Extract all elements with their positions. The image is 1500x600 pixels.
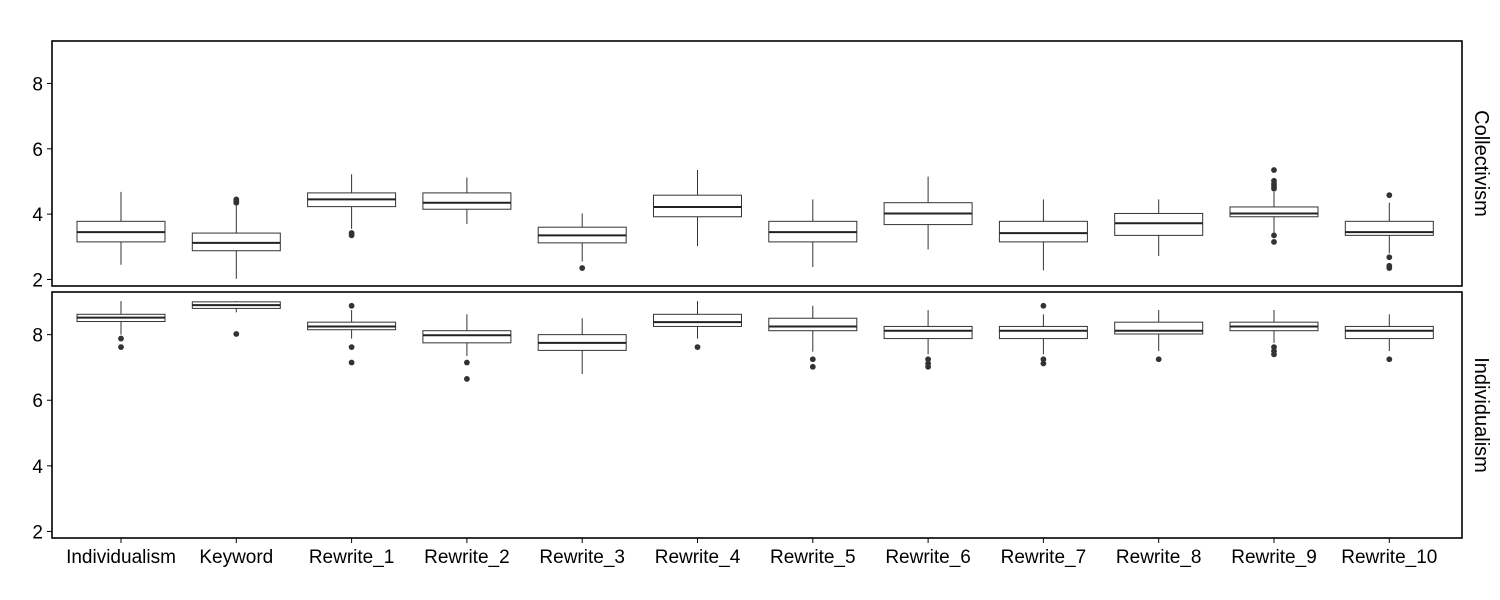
x-tick-label-rewrite-3: Rewrite_3: [539, 547, 625, 568]
outlier-point: [925, 356, 931, 363]
box-individualism-rewrite-8: [1114, 310, 1204, 363]
panel-border: [51, 291, 1463, 539]
x-tick-label-rewrite-7: Rewrite_7: [1001, 547, 1087, 568]
box-collectivism-rewrite-1: [307, 174, 397, 239]
x-tick-label-keyword: Keyword: [199, 547, 273, 568]
y-tick-label: 2: [32, 522, 43, 543]
box-iqr: [1229, 206, 1319, 218]
outlier-point: [694, 344, 701, 351]
y-tick-label: 2: [32, 270, 43, 291]
box-collectivism-rewrite-4: [653, 170, 742, 247]
x-tick-label-rewrite-6: Rewrite_6: [885, 547, 971, 568]
y-tick-label: 6: [32, 140, 43, 161]
outlier-point: [464, 376, 470, 382]
outlier-point: [1271, 232, 1277, 239]
box-collectivism-rewrite-3: [537, 213, 627, 271]
box-collectivism-rewrite-5: [768, 199, 858, 268]
box-iqr: [998, 220, 1088, 243]
box-collectivism-individualism: [76, 191, 166, 265]
outlier-point: [1155, 356, 1162, 363]
box-iqr: [1344, 325, 1434, 340]
box-collectivism-rewrite-9: [1229, 167, 1319, 245]
outlier-point: [809, 356, 816, 363]
x-tick-label-rewrite-2: Rewrite_2: [424, 547, 510, 568]
outlier-point: [348, 302, 355, 309]
outlier-point: [348, 344, 355, 351]
y-tick-label: 6: [32, 391, 43, 412]
x-tick-label-rewrite-8: Rewrite_8: [1116, 547, 1202, 568]
outlier-point: [1040, 356, 1047, 363]
outlier-point: [118, 344, 124, 351]
outlier-point: [809, 363, 816, 370]
outlier-point: [464, 359, 470, 366]
box-individualism-individualism: [76, 301, 166, 351]
x-tick-label-rewrite-10: Rewrite_10: [1341, 547, 1437, 568]
outlier-point: [348, 230, 355, 236]
box-collectivism-rewrite-6: [883, 176, 973, 250]
box-individualism-rewrite-3: [537, 318, 627, 374]
outlier-point: [1386, 254, 1393, 261]
outlier-point: [1271, 239, 1277, 245]
y-tick-label: 4: [32, 457, 43, 478]
panel-border: [51, 40, 1463, 287]
x-axis: Individualism Keyword Rewrite_1 Rewrite_2 Re…: [66, 538, 1437, 568]
outlier-point: [1040, 302, 1047, 309]
box-individualism-rewrite-10: [1344, 314, 1434, 363]
box-individualism-rewrite-1: [307, 302, 397, 366]
facet-strip-label: Individualism: [1470, 357, 1492, 473]
outlier-point: [1386, 192, 1393, 199]
box-iqr: [1114, 212, 1204, 236]
box-individualism-rewrite-2: [422, 314, 512, 382]
x-tick-label-rewrite-4: Rewrite_4: [655, 547, 741, 568]
outlier-point: [233, 196, 240, 203]
y-tick-label: 4: [32, 205, 43, 226]
box-collectivism-rewrite-2: [422, 177, 512, 224]
outlier-point: [1040, 360, 1047, 367]
box-collectivism-keyword: [191, 196, 281, 279]
box-iqr: [653, 313, 742, 327]
x-tick-label-individualism: Individualism: [66, 547, 176, 568]
box-individualism-rewrite-9: [1229, 310, 1319, 358]
box-individualism-keyword: [191, 301, 281, 337]
outlier-point: [233, 331, 240, 337]
box-collectivism-rewrite-10: [1344, 192, 1434, 271]
box-iqr: [422, 330, 512, 344]
box-iqr: [422, 192, 512, 210]
x-tick-label-rewrite-5: Rewrite_5: [770, 547, 856, 568]
box-iqr: [1114, 321, 1204, 335]
box-iqr: [1344, 220, 1434, 236]
outlier-point: [118, 335, 124, 342]
x-tick-label-rewrite-1: Rewrite_1: [309, 547, 395, 568]
outlier-point: [925, 360, 931, 367]
x-tick-label-rewrite-9: Rewrite_9: [1231, 547, 1317, 568]
facet-strip-label: Collectivism: [1470, 110, 1492, 217]
outlier-point: [579, 265, 586, 271]
outlier-point: [1271, 167, 1277, 173]
box-individualism-rewrite-4: [653, 301, 742, 351]
box-iqr: [883, 325, 973, 340]
outlier-point: [1271, 344, 1277, 351]
box-collectivism-rewrite-7: [998, 199, 1088, 271]
y-tick-label: 8: [32, 326, 43, 347]
outlier-point: [1386, 262, 1393, 269]
outlier-point: [348, 359, 355, 366]
box-individualism-rewrite-5: [768, 305, 858, 370]
y-tick-label: 8: [32, 74, 43, 95]
box-individualism-rewrite-6: [883, 310, 973, 370]
box-iqr: [768, 317, 858, 332]
box-individualism-rewrite-7: [998, 302, 1088, 367]
outlier-point: [1271, 177, 1277, 184]
outlier-point: [1386, 356, 1393, 363]
box-iqr: [998, 325, 1088, 340]
box-collectivism-rewrite-8: [1114, 199, 1204, 256]
